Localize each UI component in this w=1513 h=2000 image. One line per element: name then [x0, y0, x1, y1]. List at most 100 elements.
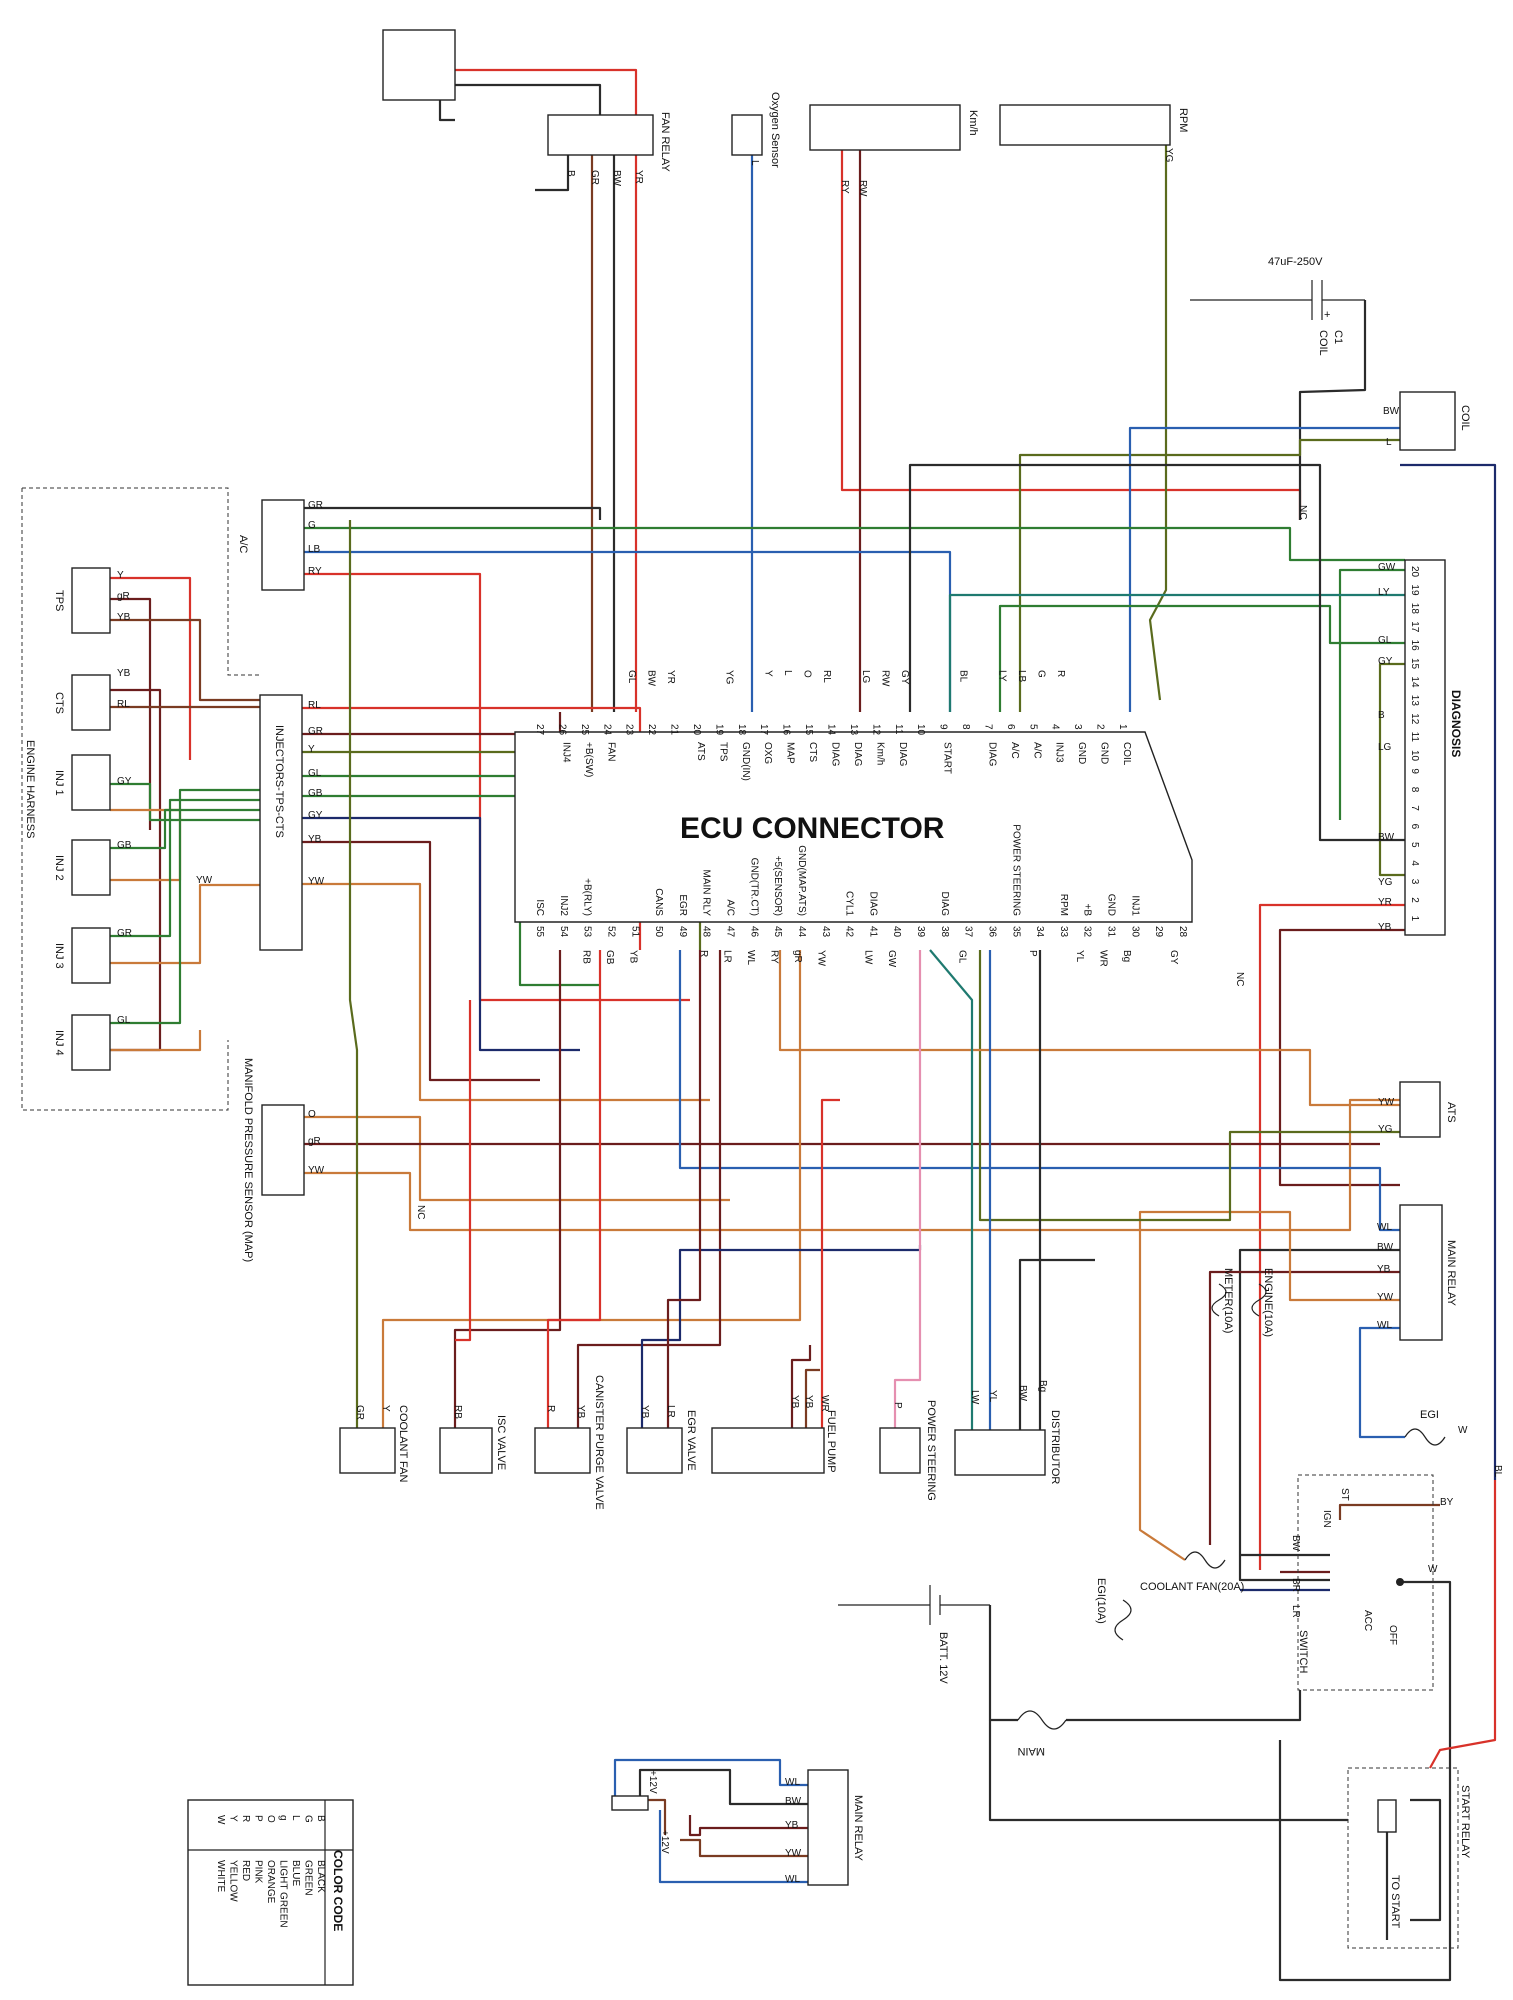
inj3-label: INJ 3 [53, 943, 65, 969]
ecu-pin-signal: INJ4 [560, 742, 571, 763]
inj-conn-pin-8: YW [308, 876, 325, 887]
battery: BATT. 12V [838, 1585, 990, 1684]
coolant-fan-pin-gr: GR [354, 1405, 365, 1420]
main-relay2-pin-3: YB [785, 1820, 799, 1831]
ecu-pin-number: 36 [986, 926, 997, 938]
canister-pin-yb: YB [575, 1405, 586, 1419]
inj1-box [71, 754, 111, 811]
fuse-engine-label: ENGINE(10A) [1262, 1268, 1274, 1337]
ecu-pin-number: 6 [1005, 724, 1016, 730]
ecu-pin-number: 18 [736, 724, 747, 736]
ecu-pin-number: 42 [844, 926, 855, 938]
ecu-pin-number: 28 [1177, 926, 1188, 938]
inj4-box [71, 1014, 111, 1071]
inj2-pin-gb: GB [117, 840, 132, 851]
start-relay-sub: TO START [1389, 1875, 1401, 1928]
diagnosis-pin-number: 9 [1409, 768, 1420, 774]
ecu-pin-signal: +B(RLY) [582, 878, 593, 916]
map-sensor: MANIFOLD PRESSURE SENSOR (MAP) O gR YW N… [242, 1058, 426, 1262]
diagnosis-wire-code: GW [1378, 562, 1396, 573]
ecu-pin-number: 5 [1027, 724, 1038, 730]
ecu-pin-number: 17 [758, 724, 769, 736]
ecu-pin-number: 54 [558, 926, 569, 938]
ecu-wire-code: R [698, 950, 709, 957]
ecu-pin-number: 34 [1034, 926, 1045, 938]
ecu-pin-signal: A/C [1031, 742, 1042, 759]
color-code-letter: W [215, 1815, 226, 1825]
wire [535, 155, 570, 192]
diagnosis-wire-code: LY [1378, 587, 1390, 598]
ats-pin-yw: YW [1378, 1097, 1395, 1108]
power-steering-box [879, 1427, 921, 1474]
map-nc: NC [415, 1205, 426, 1219]
wire [110, 883, 260, 965]
map-pin-o: O [308, 1109, 316, 1120]
ecu-body [514, 731, 1193, 923]
wire [304, 1115, 730, 1202]
wire [613, 1758, 808, 1796]
fan-relay-pin-bw: BW [611, 170, 622, 187]
ecu-pin-signal: DIAG [986, 742, 997, 767]
diagnosis-pin-number: 2 [1409, 897, 1420, 903]
ecu-pin-signal: TPS [717, 742, 728, 762]
switch-pin-br: BR [1290, 1578, 1301, 1592]
ecu-pin-signal: GND(MAP.ATS) [796, 845, 807, 916]
ac-label: A/C [237, 535, 249, 553]
inj4-label: INJ 4 [53, 1030, 65, 1056]
color-code-name: RED [240, 1860, 251, 1881]
canister-pin-r: R [545, 1405, 556, 1412]
diagnosis-wire-code: YB [1378, 922, 1392, 933]
diagnosis-wire-code: YG [1378, 877, 1393, 888]
wire [1148, 145, 1168, 701]
fuse-egi-pin: W [1458, 1425, 1468, 1436]
wire [453, 950, 562, 1428]
diagnosis-pin-number: 12 [1409, 713, 1420, 725]
main-relay-pin-2: BW [1377, 1242, 1394, 1253]
wire [1378, 662, 1405, 877]
ac-pin-lb: LB [308, 544, 321, 555]
wire [455, 68, 638, 115]
wire [1018, 1258, 1095, 1430]
wire [1278, 928, 1405, 1187]
ecu-wire-code: LW [863, 950, 874, 965]
ac-box [261, 499, 305, 591]
ecu-wire-code: LR [722, 950, 733, 963]
main-relay-pin-1: WL [1377, 1222, 1392, 1233]
egr-valve-box [626, 1427, 683, 1474]
tachometer-connector: RPM YG [999, 104, 1189, 163]
inj4-pin: GL [117, 1015, 131, 1026]
ecu-pin-signal: CYL1 [844, 891, 855, 916]
ecu-pin-number: 2 [1095, 724, 1106, 730]
ecu-wire-code: YW [816, 950, 827, 967]
wire [778, 950, 1400, 1107]
map-pin-gr: gR [308, 1136, 321, 1147]
ecu-pin-number: 14 [826, 724, 837, 736]
diagnosis-pin-number: 8 [1409, 787, 1420, 793]
ecu-pin-number: 30 [1129, 926, 1140, 938]
color-code-name: BLUE [290, 1860, 301, 1886]
ecu-pin-number: 31 [1106, 926, 1117, 938]
ecu-wire-code: RW [880, 670, 891, 687]
distributor-box [954, 1429, 1046, 1476]
oxygen-sensor-pin: L [749, 160, 760, 166]
ecu-wire-code: GB [604, 950, 615, 965]
inj-conn-pin-1: RL [308, 700, 321, 711]
wire [1429, 1480, 1497, 1769]
switch-pivot [1396, 1578, 1404, 1586]
ecu-pin-signal: GND(IN) [740, 742, 751, 781]
switch-pin-lr: LR [1290, 1605, 1301, 1618]
main-relay2-v2: +12V [659, 1830, 670, 1854]
map-pin-yw: YW [308, 1165, 325, 1176]
wire [302, 816, 580, 1052]
ecu-pin-number: 41 [867, 926, 878, 938]
ecu-pin-number: 3 [1072, 724, 1083, 730]
ecu-pin-number: 1 [1117, 724, 1128, 730]
capacitor-c1: 47uF-250V + C1 COIL [1190, 256, 1365, 356]
wire [638, 1768, 808, 1806]
battery-label: BATT. 12V [937, 1632, 949, 1684]
ecu-pin-number: 35 [1010, 926, 1021, 938]
